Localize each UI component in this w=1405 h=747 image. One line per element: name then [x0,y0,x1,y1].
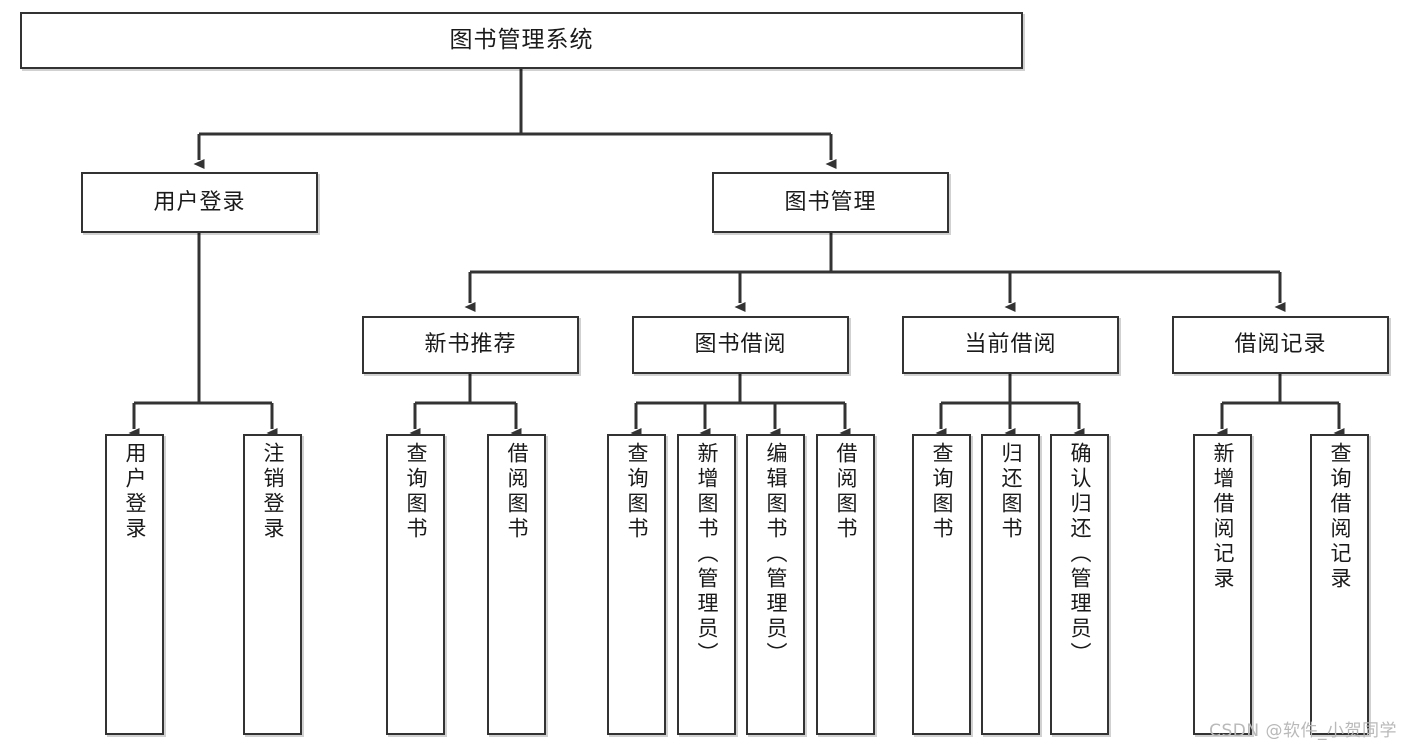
node-leaf-return-book[interactable]: 归还图书 [981,434,1040,735]
node-leaf-logout-login[interactable]: 注销登录 [243,434,302,735]
node-leaf-logout-login-label: 注销登录 [261,442,285,542]
node-leaf-query-record-label: 查询借阅记录 [1328,442,1352,592]
node-leaf-borrow-book-2[interactable]: 借阅图书 [816,434,875,735]
node-leaf-add-book[interactable]: 新增图书（管理员） [677,434,736,735]
node-user-login[interactable]: 用户登录 [81,172,318,233]
node-leaf-add-record[interactable]: 新增借阅记录 [1193,434,1252,735]
node-new-book-recommend[interactable]: 新书推荐 [362,316,579,374]
node-root[interactable]: 图书管理系统 [20,12,1023,69]
node-leaf-query-book-3[interactable]: 查询图书 [912,434,971,735]
node-root-label: 图书管理系统 [449,26,594,53]
node-leaf-borrow-book-1[interactable]: 借阅图书 [487,434,546,735]
node-user-login-label: 用户登录 [153,189,246,215]
node-leaf-query-record[interactable]: 查询借阅记录 [1310,434,1369,735]
watermark-text: CSDN @软件_小贺同学 [1209,721,1397,741]
node-leaf-return-book-label: 归还图书 [999,442,1023,542]
node-leaf-query-book-3-label: 查询图书 [930,442,954,542]
node-book-borrow-label: 图书借阅 [694,332,787,358]
node-leaf-query-book-2-label: 查询图书 [625,442,649,542]
node-leaf-add-book-label: 新增图书（管理员） [695,442,719,667]
node-leaf-borrow-book-2-label: 借阅图书 [834,442,858,542]
node-current-borrow-label: 当前借阅 [964,332,1057,358]
node-leaf-borrow-book-1-label: 借阅图书 [505,442,529,542]
node-borrow-record-label: 借阅记录 [1234,332,1327,358]
node-leaf-confirm-return-label: 确认归还（管理员） [1068,442,1092,667]
node-book-manage[interactable]: 图书管理 [712,172,949,233]
node-leaf-query-book-1-label: 查询图书 [404,442,428,542]
node-borrow-record[interactable]: 借阅记录 [1172,316,1389,374]
node-leaf-user-login[interactable]: 用户登录 [105,434,164,735]
node-leaf-user-login-label: 用户登录 [123,442,147,542]
node-leaf-confirm-return[interactable]: 确认归还（管理员） [1050,434,1109,735]
node-new-book-recommend-label: 新书推荐 [424,332,517,358]
node-leaf-query-book-1[interactable]: 查询图书 [386,434,445,735]
node-book-borrow[interactable]: 图书借阅 [632,316,849,374]
node-current-borrow[interactable]: 当前借阅 [902,316,1119,374]
node-leaf-query-book-2[interactable]: 查询图书 [607,434,666,735]
node-leaf-edit-book[interactable]: 编辑图书（管理员） [746,434,805,735]
node-leaf-add-record-label: 新增借阅记录 [1211,442,1235,592]
node-leaf-edit-book-label: 编辑图书（管理员） [764,442,788,667]
node-book-manage-label: 图书管理 [784,189,877,215]
